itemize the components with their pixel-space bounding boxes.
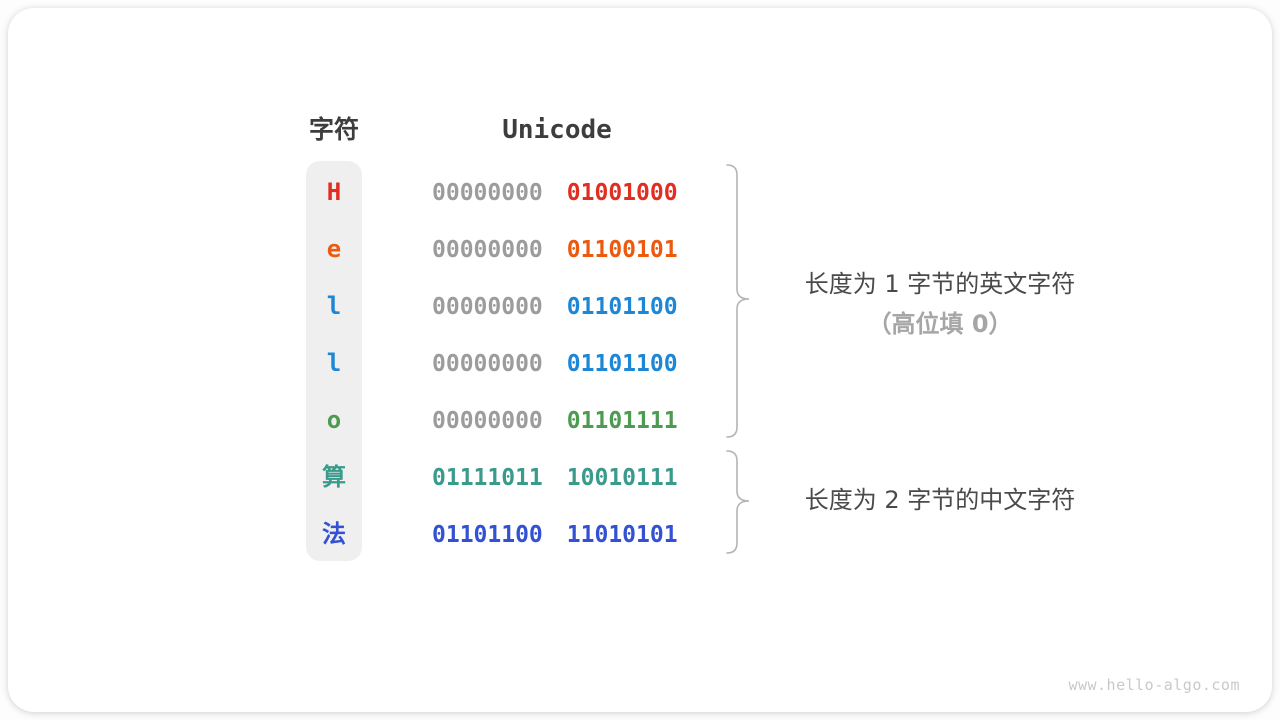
char-cell: 算 [322, 463, 346, 491]
byte2: 01001000 [566, 179, 678, 206]
brace-english-group [726, 164, 750, 438]
group-braces [726, 164, 750, 554]
table-row: 算 01111011 10010111 [306, 449, 678, 506]
byte2: 01101100 [566, 350, 678, 377]
brace-chinese-group [726, 450, 750, 554]
char-cell: l [326, 349, 342, 377]
annotation-high-bits-text: （高位填 0） [867, 310, 1013, 338]
byte2: 01101111 [566, 407, 678, 434]
table-row: 法 01101100 11010101 [306, 506, 678, 563]
byte1: 00000000 [432, 293, 543, 320]
byte1: 00000000 [432, 407, 543, 434]
byte2: 01101100 [566, 293, 678, 320]
byte2: 11010101 [566, 521, 678, 548]
watermark-url: www.hello-algo.com [1068, 676, 1240, 694]
annotation-english-text: 长度为 1 字节的英文字符 [804, 270, 1076, 298]
diagram-card [8, 8, 1272, 712]
table-row: e 00000000 01100101 [306, 221, 678, 278]
annotation-english-group: 长度为 1 字节的英文字符 （高位填 0） [760, 264, 1120, 344]
table-row: l 00000000 01101100 [306, 335, 678, 392]
char-cell: e [326, 235, 342, 263]
column-header-unicode: Unicode [502, 115, 612, 145]
char-cell: H [326, 178, 342, 206]
byte1: 00000000 [432, 179, 543, 206]
char-cell: 法 [322, 520, 346, 548]
byte2: 10010111 [566, 464, 678, 491]
byte1: 00000000 [432, 350, 543, 377]
byte1: 00000000 [432, 236, 543, 263]
column-header-character: 字符 [308, 115, 359, 144]
table-row: o 00000000 01101111 [306, 392, 678, 449]
char-cell: l [326, 292, 342, 320]
encoding-rows: H 00000000 01001000 e 00000000 01100101 l … [306, 164, 678, 563]
byte1: 01111011 [432, 464, 543, 491]
char-cell: o [326, 406, 342, 434]
character-column-background [306, 161, 362, 561]
byte2: 01100101 [566, 236, 678, 263]
byte1: 01101100 [432, 521, 543, 548]
table-row: l 00000000 01101100 [306, 278, 678, 335]
table-row: H 00000000 01001000 [306, 164, 678, 221]
annotation-chinese-group: 长度为 2 字节的中文字符 [804, 486, 1076, 514]
